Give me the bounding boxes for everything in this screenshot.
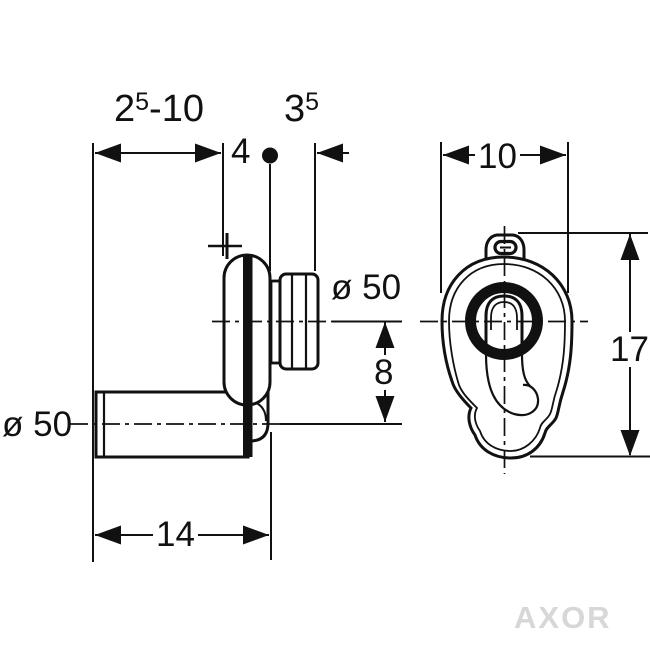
- dim-arrow: [620, 234, 640, 260]
- dim-value: 10: [478, 137, 517, 176]
- dim-fourteen-label: 14: [153, 517, 198, 552]
- dim-value-superscript: 5: [305, 88, 320, 116]
- dim-value: ø 50: [2, 405, 73, 444]
- dim-arrow: [317, 143, 343, 163]
- dim-eight-label: 8: [371, 353, 397, 392]
- dim-arrow: [540, 145, 566, 165]
- front-view-drawing: [420, 142, 650, 474]
- dim-value: 14: [156, 515, 195, 554]
- dim-three-five-label: 35: [284, 88, 320, 130]
- dim-arrow: [95, 143, 121, 163]
- dim-arrow: [95, 525, 121, 545]
- dim-value: 17: [610, 330, 649, 369]
- dim-arrow: [243, 525, 269, 545]
- dim-seventeen-label: 17: [607, 332, 650, 367]
- dim-installation-depth-label: 25-10: [114, 88, 204, 130]
- brand-watermark: AXOR: [514, 602, 612, 633]
- dim-arrow: [195, 143, 221, 163]
- dim-four-label: 4: [231, 134, 250, 169]
- front-body-inner-contour: [448, 263, 566, 452]
- wall-flange-bar: [243, 254, 253, 457]
- inlet-diameter-label: ø 50: [2, 407, 72, 442]
- dim-value-superscript: 5: [135, 88, 150, 116]
- dim-value: 8: [374, 353, 394, 392]
- dim-ten-label: 10: [475, 139, 520, 174]
- siphon-channel-curve: [484, 353, 540, 417]
- dim-arrow: [375, 322, 395, 348]
- dim-value: 2: [114, 88, 136, 130]
- dim-value: 3: [284, 88, 306, 130]
- dim-point-marker: [262, 147, 278, 164]
- brand-name: AXOR: [514, 600, 612, 635]
- side-view-drawing: [70, 143, 402, 562]
- dim-value: -10: [149, 88, 204, 130]
- outlet-diameter-label: ø 50: [331, 270, 401, 305]
- dim-arrow: [443, 145, 469, 165]
- dim-value: 4: [231, 132, 251, 171]
- dim-arrow: [375, 396, 395, 422]
- dim-arrow: [620, 430, 640, 456]
- siphon-channel-curve: [520, 353, 531, 387]
- dim-value: ø 50: [331, 268, 402, 307]
